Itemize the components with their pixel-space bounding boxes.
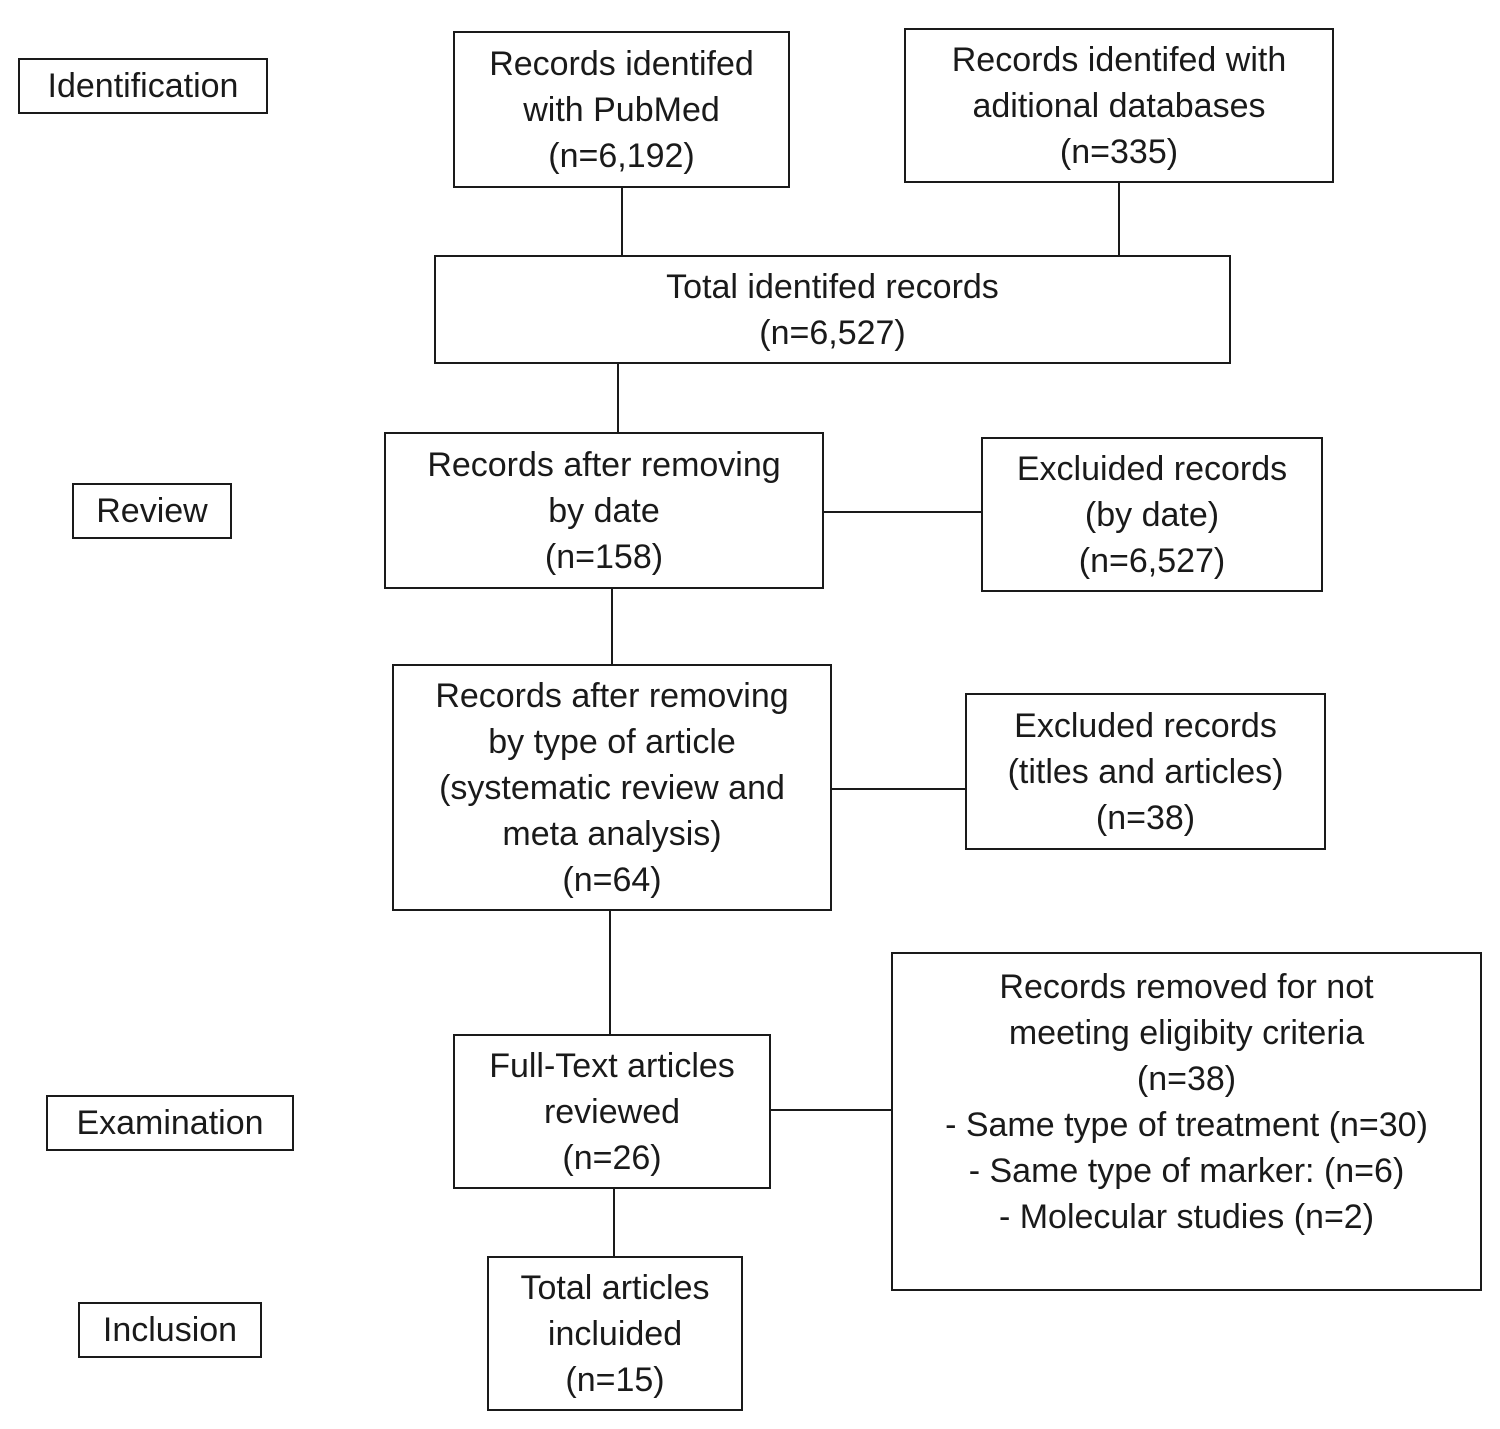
box-text-line: meeting eligibity criteria bbox=[1008, 1014, 1365, 1052]
stage-review: Review bbox=[72, 483, 232, 539]
box-after-date: Records after removing by date (n=158) bbox=[384, 432, 824, 589]
box-text-line: Total articles bbox=[520, 1268, 710, 1307]
box-text-line: Total identifed records bbox=[666, 267, 999, 306]
box-text-line: Full-Text articles bbox=[489, 1046, 735, 1085]
box-text-line: Excluded records bbox=[1014, 706, 1277, 745]
box-text-line: aditional databases bbox=[972, 86, 1266, 125]
connector-type-to-fulltext bbox=[609, 910, 611, 1036]
box-text-line: (n=15) bbox=[565, 1360, 665, 1399]
box-text-line: reviewed bbox=[543, 1092, 681, 1131]
box-text-line: (n=38) bbox=[1095, 798, 1196, 837]
box-text-line: - Molecular studies (n=2) bbox=[998, 1198, 1375, 1236]
box-text-line: Excluided records bbox=[1016, 449, 1288, 488]
box-text-line: meta analysis) bbox=[502, 814, 722, 853]
box-text-line: - Same type of marker: (n=6) bbox=[968, 1152, 1405, 1190]
box-text-line: (n=6,527) bbox=[759, 313, 906, 352]
box-text-line: by type of article bbox=[488, 722, 736, 761]
connector-pubmed-to-total bbox=[621, 187, 623, 257]
box-total-identified: Total identifed records (n=6,527) bbox=[434, 255, 1231, 364]
box-additional-databases: Records identifed with aditional databas… bbox=[904, 28, 1334, 183]
box-text-line: with PubMed bbox=[523, 90, 720, 129]
box-text-line: Records identifed with bbox=[951, 40, 1287, 79]
box-text-line: (titles and articles) bbox=[1007, 752, 1284, 791]
box-text-line: Records identifed bbox=[489, 44, 754, 83]
box-text-line: (n=158) bbox=[544, 537, 664, 576]
box-text-line: Records removed for not bbox=[999, 968, 1374, 1006]
connector-additional-to-total bbox=[1118, 182, 1120, 257]
box-after-type: Records after removing by type of articl… bbox=[392, 664, 832, 911]
connector-fulltext-to-included bbox=[613, 1188, 615, 1258]
stage-examination: Examination bbox=[46, 1095, 294, 1151]
connector-total-to-date bbox=[617, 363, 619, 434]
box-text-line: (n=38) bbox=[1136, 1060, 1237, 1098]
box-text-line: (n=6,192) bbox=[548, 136, 695, 175]
connector-date-to-type bbox=[611, 588, 613, 666]
stage-inclusion: Inclusion bbox=[78, 1302, 262, 1358]
box-text-line: (by date) bbox=[1084, 495, 1220, 534]
box-total-included: Total articles incluided (n=15) bbox=[487, 1256, 743, 1411]
connector-type-to-excluded bbox=[831, 788, 967, 790]
box-text-line: (n=6,527) bbox=[1078, 541, 1226, 580]
box-excluded-by-date: Excluided records (by date) (n=6,527) bbox=[981, 437, 1323, 592]
box-excluded-titles: Excluded records (titles and articles) (… bbox=[965, 693, 1326, 850]
box-text-line: (n=26) bbox=[562, 1138, 662, 1177]
box-pubmed-records: Records identifed with PubMed (n=6,192) bbox=[453, 31, 790, 188]
box-text-line: (n=335) bbox=[1059, 132, 1179, 171]
box-removed-criteria: Records removed for not meeting eligibit… bbox=[891, 952, 1482, 1291]
stage-identification: Identification bbox=[18, 58, 268, 114]
box-text-line: - Same type of treatment (n=30) bbox=[945, 1106, 1428, 1144]
connector-date-to-excluded bbox=[823, 511, 983, 513]
box-text-line: (systematic review and bbox=[439, 768, 785, 807]
box-text-line: Records after removing bbox=[427, 445, 781, 484]
box-text-line: Records after removing bbox=[435, 676, 789, 715]
box-text-line: incluided bbox=[547, 1314, 683, 1353]
box-fulltext-reviewed: Full-Text articles reviewed (n=26) bbox=[453, 1034, 771, 1189]
box-text-line: (n=64) bbox=[562, 860, 662, 899]
box-text-line: by date bbox=[548, 491, 660, 530]
connector-fulltext-to-removed bbox=[770, 1109, 893, 1111]
